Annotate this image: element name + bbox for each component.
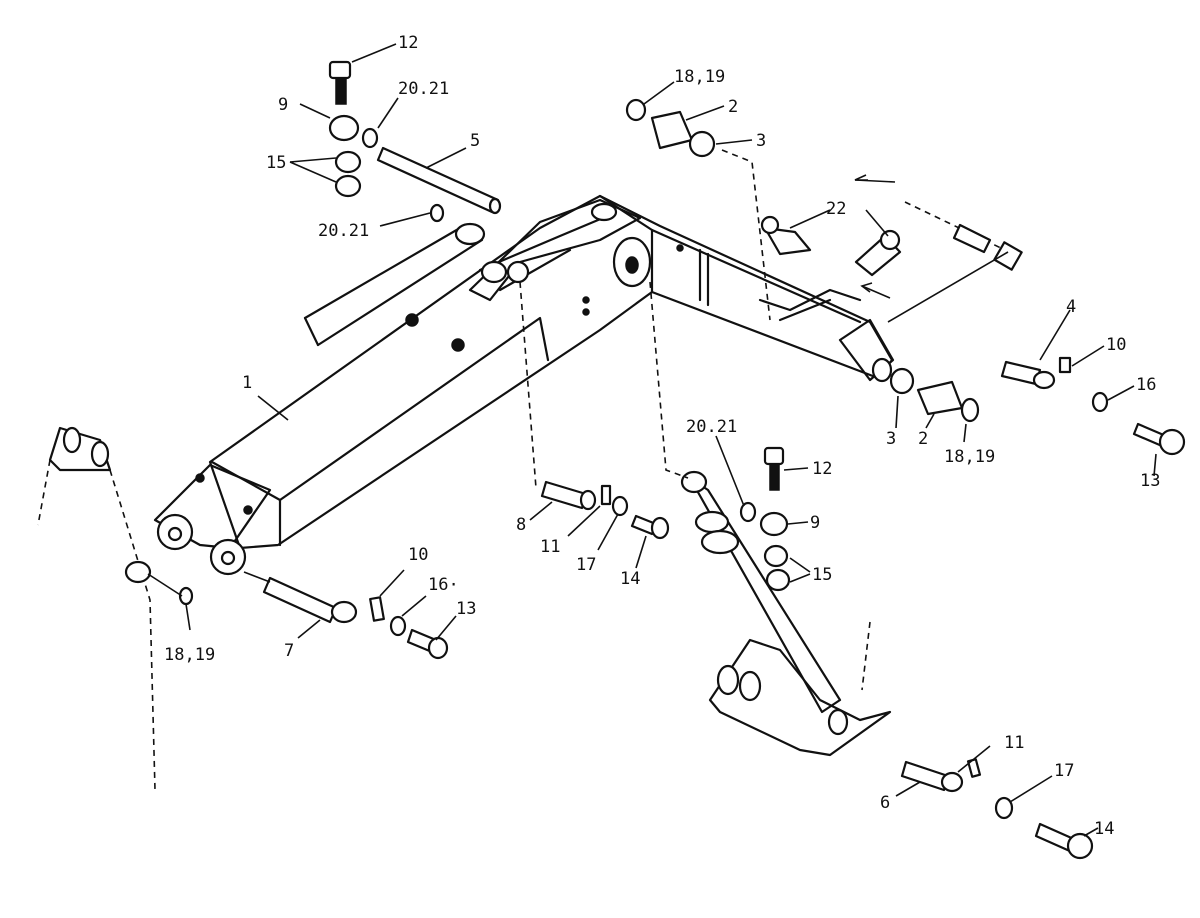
callout-15: 15 [266, 153, 286, 173]
callout-20-21: 20.21 [318, 221, 369, 241]
bolt-12-top [328, 60, 352, 105]
callout-18-19: 18,19 [944, 447, 995, 467]
callout-2: 2 [728, 97, 738, 117]
arm-cylinder [303, 222, 486, 352]
callout-16: 16· [428, 575, 459, 595]
swing-bracket [708, 621, 892, 757]
callout-17: 17 [576, 555, 596, 575]
callout-3: 3 [756, 131, 766, 151]
washer-9-top [328, 114, 360, 142]
callout-11: 11 [540, 537, 560, 557]
callout-18-19: 18,19 [164, 645, 215, 665]
callout-14: 14 [1094, 819, 1114, 839]
bolt-12-bottom [739, 446, 791, 592]
callout-4: 4 [1066, 297, 1076, 317]
callout-9: 9 [810, 513, 820, 533]
callout-20-21: 20.21 [686, 417, 737, 437]
callout-14: 14 [620, 569, 640, 589]
callout-1: 1 [242, 373, 252, 393]
callout-13: 13 [1140, 471, 1160, 491]
callout-15: 15 [812, 565, 832, 585]
callout-10: 10 [408, 545, 428, 565]
callout-8: 8 [516, 515, 526, 535]
pin-6-set [900, 758, 1094, 860]
shim-2021-top [361, 127, 379, 149]
callout-6: 6 [880, 793, 890, 813]
callout-3: 3 [886, 429, 896, 449]
callout-16: 16 [1136, 375, 1156, 395]
callout-18-19: 18,19 [674, 67, 725, 87]
callout-7: 7 [284, 641, 294, 661]
nut-15-top [334, 150, 362, 198]
pin-7-set [262, 576, 449, 660]
callout-17: 17 [1054, 761, 1074, 781]
leader-lines [147, 43, 1157, 837]
callout-12: 12 [398, 33, 418, 53]
callout-22: 22 [826, 199, 846, 219]
bushing-right [889, 367, 980, 423]
shim-2021-left [429, 203, 445, 223]
callout-5: 5 [470, 131, 480, 151]
callout-11: 11 [1004, 733, 1024, 753]
bushing-top [625, 98, 716, 158]
callout-12: 12 [812, 459, 832, 479]
callout-20-21: 20.21 [398, 79, 449, 99]
frame-outline [37, 426, 156, 791]
pin-5 [376, 146, 502, 215]
fittings-22 [760, 174, 1023, 299]
pin-4 [1000, 356, 1186, 456]
pin-8-set [540, 480, 670, 540]
callout-labels: 12 9 20.21 15 5 20.21 1 18,19 2 3 22 4 1… [164, 33, 1160, 839]
callout-9: 9 [278, 95, 288, 115]
boom-assembly [153, 194, 895, 576]
callout-10: 10 [1106, 335, 1126, 355]
boom-cylinder [680, 470, 842, 714]
callout-13: 13 [456, 599, 476, 619]
callout-2: 2 [918, 429, 928, 449]
